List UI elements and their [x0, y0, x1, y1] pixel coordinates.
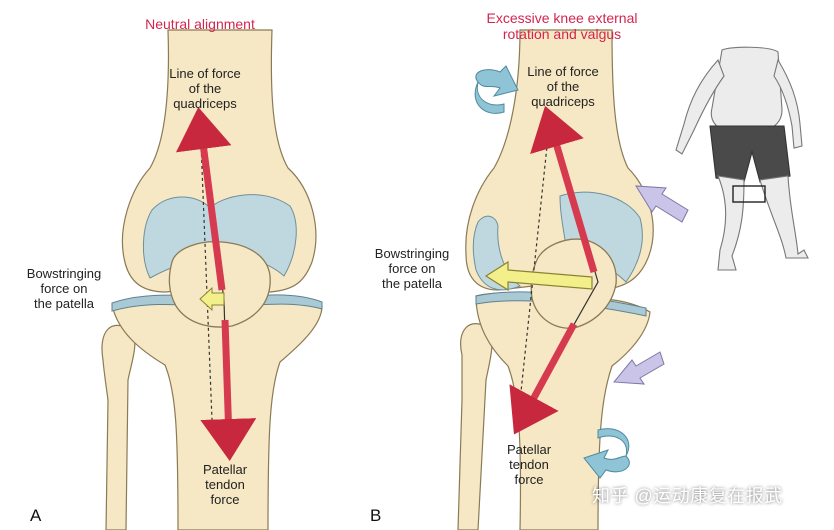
- runner-right-arm: [773, 58, 803, 149]
- fibula-a: [101, 324, 136, 530]
- runner-left-leg: [717, 175, 745, 271]
- panel-a-bow-line2: force on: [40, 281, 88, 296]
- panel-b-title: Excessive knee external rotation and val…: [462, 10, 662, 42]
- external-rotation-arrow-bottom: [583, 428, 630, 479]
- watermark: 知乎 @运动康复在报武: [592, 486, 783, 506]
- panel-b-bow-label: Bowstringing force on the patella: [364, 246, 460, 291]
- panel-a-title: Neutral alignment: [110, 16, 290, 32]
- panel-b-bow-line3: the patella: [382, 276, 442, 291]
- bowstring-force-arrow-b: [484, 260, 593, 292]
- panel-b-tendon-line3: force: [514, 472, 544, 487]
- patellar-tendon-force-arrow-b: [509, 322, 578, 435]
- panel-b-quad-line2: of the: [546, 79, 580, 94]
- panel-a-letter: A: [30, 506, 42, 525]
- panel-a-tendon-line3: force: [210, 492, 240, 507]
- fibula-b: [457, 323, 493, 530]
- panel-b-title-line1: Excessive knee external: [486, 10, 638, 26]
- panel-b-quad-line1: Line of force: [527, 64, 599, 79]
- panel-a-tendon-line2: tendon: [205, 477, 245, 492]
- runner-right-leg: [759, 175, 809, 259]
- panel-b-quad-line3: quadriceps: [531, 94, 595, 109]
- panel-b-title-line2: rotation and valgus: [502, 26, 622, 42]
- quadriceps-force-arrow-a: [175, 107, 232, 291]
- panel-a-bow-label: Bowstringing force on the patella: [16, 266, 112, 311]
- panel-a-quad-line1: Line of force: [169, 66, 241, 81]
- valgus-push-arrow-lower: [612, 351, 665, 385]
- panel-a-bow-line3: the patella: [34, 296, 94, 311]
- panel-a-title-text: Neutral alignment: [145, 16, 255, 32]
- patellar-axis-dashed-a: [199, 117, 213, 421]
- panel-a-quad-line3: quadriceps: [173, 96, 237, 111]
- valgus-push-arrow-upper: [635, 185, 689, 223]
- panel-b-tendon-label: Patellar tendon force: [494, 442, 564, 487]
- patellar-tendon-force-arrow-a: [200, 319, 257, 461]
- panel-b-quad-label: Line of force of the quadriceps: [508, 64, 618, 109]
- panel-a-bow-line1: Bowstringing: [26, 266, 102, 281]
- runner-left-arm: [675, 58, 725, 155]
- panel-b-knee: [457, 29, 689, 530]
- panel-b-bow-line1: Bowstringing: [374, 246, 450, 261]
- runner-knee-highlight-box: [732, 185, 766, 203]
- external-rotation-arrow-top: [474, 65, 519, 114]
- panel-b-tendon-line2: tendon: [509, 457, 549, 472]
- panel-a-knee: [101, 29, 323, 530]
- patellar-axis-dashed-b: [517, 117, 551, 421]
- quadriceps-force-arrow-b: [530, 105, 598, 273]
- panel-a-tendon-line1: Patellar: [202, 462, 248, 477]
- panel-b-tendon-line1: Patellar: [506, 442, 552, 457]
- runner-figure: [675, 46, 809, 271]
- panel-a-quad-line2: of the: [188, 81, 222, 96]
- lateral-cartilage-b: [472, 215, 521, 291]
- panel-a-tendon-label: Patellar tendon force: [190, 462, 260, 507]
- panel-b-bow-line2: force on: [388, 261, 436, 276]
- panel-b-letter: B: [370, 506, 382, 525]
- bowstring-force-arrow-a: [199, 286, 225, 312]
- runner-shorts: [709, 125, 791, 183]
- panel-a-quad-label: Line of force of the quadriceps: [150, 66, 260, 111]
- meniscus-b: [475, 291, 647, 317]
- runner-torso: [710, 46, 783, 131]
